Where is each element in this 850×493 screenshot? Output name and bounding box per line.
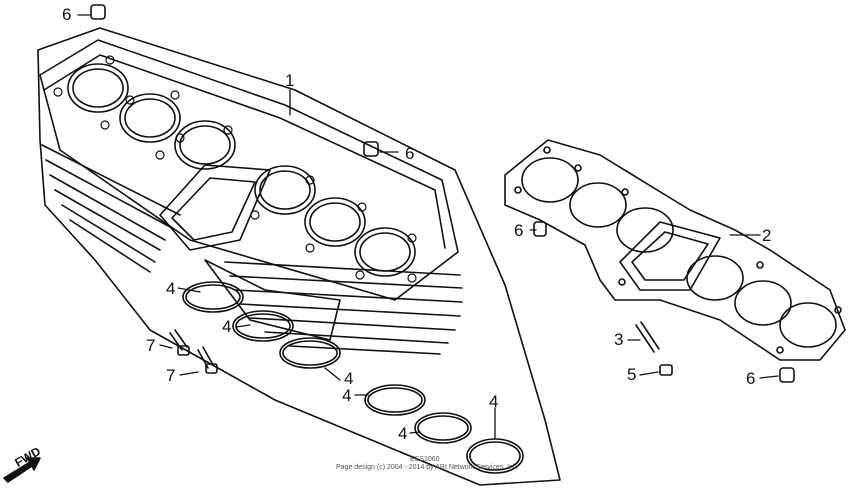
callout-6-mid: 6: [405, 144, 415, 163]
callout-4-a: 4: [166, 279, 176, 298]
block-bolt-holes: [53, 55, 417, 283]
callout-4-c: 4: [344, 369, 354, 388]
callout-6-top: 6: [62, 5, 72, 24]
callout-4-f: 4: [489, 392, 499, 411]
callout-3: 3: [614, 330, 624, 349]
head-gasket: [504, 139, 846, 361]
callout-1: 1: [285, 71, 295, 90]
leader-lines: [77, 14, 779, 439]
o-rings: [182, 281, 524, 474]
callout-6-gasket: 6: [514, 221, 524, 240]
fasteners: [169, 321, 673, 376]
diagram-code: ESS1060: [410, 456, 440, 463]
callout-4-b: 4: [222, 317, 232, 336]
cylinder-block: [37, 27, 561, 486]
block-bores: [67, 63, 416, 277]
fwd-arrow-icon: [3, 457, 41, 483]
callout-7-b: 7: [166, 366, 176, 385]
callout-5: 5: [627, 365, 637, 384]
dowel-pins: [90, 4, 795, 383]
callout-4-d: 4: [342, 386, 352, 405]
callout-4-e: 4: [398, 424, 408, 443]
callout-7-a: 7: [146, 336, 156, 355]
callout-6-right: 6: [746, 369, 756, 388]
callout-2: 2: [762, 226, 772, 245]
copyright-notice: Page design (c) 2004 - 2014 by ARI Netwo…: [336, 464, 519, 471]
